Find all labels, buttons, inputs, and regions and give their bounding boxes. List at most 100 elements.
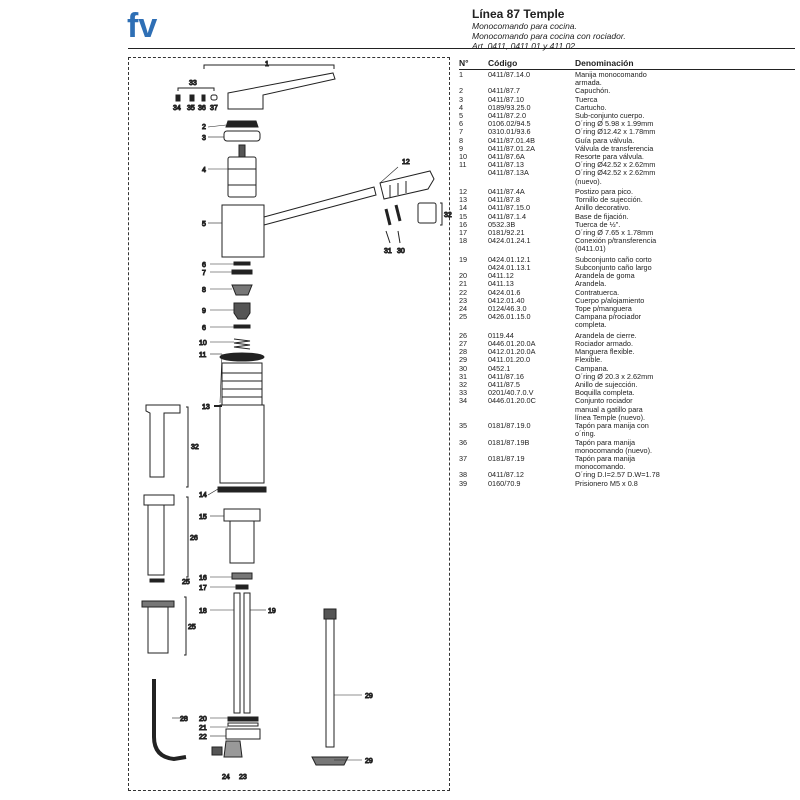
part-description: Flexible. — [575, 356, 675, 364]
part-code: 0310.01/93.6 — [488, 127, 531, 137]
bracket-33 — [440, 202, 443, 226]
part-number — [459, 169, 488, 185]
part-description-line: O´ring Ø 7.65 x 1.78mm — [575, 228, 654, 238]
part-number: 37 — [459, 453, 468, 463]
bracket-25 — [184, 596, 187, 656]
part-description-line: Subconjunto caño largo — [575, 263, 652, 273]
oring-11 — [219, 352, 265, 362]
part-number: 15 — [459, 211, 468, 221]
part-description: Boquilla completa. — [575, 389, 675, 397]
part-description-line: Cartucho. — [575, 102, 607, 112]
part-code: 0119.44 — [488, 330, 514, 340]
part-number: 6 — [459, 119, 464, 129]
callout-24: 24 — [222, 774, 230, 781]
part-code: 0411/87.5 — [488, 380, 520, 390]
part-description-line: Rociador armado. — [575, 339, 633, 349]
part-number: 5 — [459, 111, 464, 121]
callout-25-label: 25 — [188, 624, 196, 631]
body-upper-13 — [221, 362, 263, 406]
nut-16 — [231, 572, 253, 580]
part-description-line: Guía para válvula. — [575, 135, 635, 145]
part-description: Arandela de goma — [575, 272, 675, 280]
part-description-line: línea Temple (nuevo). — [575, 412, 646, 422]
col-code-header: Código — [488, 58, 518, 68]
part-number: 4 — [459, 102, 464, 112]
part-description-line: O´ring Ø 5.98 x 1.99mm — [575, 119, 654, 129]
document-header: Línea 87 Temple Monocomando para cocina.… — [472, 8, 792, 51]
part-number: 31 — [459, 371, 468, 381]
part-number: 32 — [459, 380, 468, 390]
part-description-line: Base de fijación. — [575, 211, 629, 221]
part-description-line: monocomando (nuevo). — [575, 445, 653, 455]
part-code: 0424.01.24.1 — [488, 236, 531, 246]
part-code: 0411/87.8 — [488, 195, 520, 205]
part-code: 0181/92.21 — [488, 228, 525, 238]
part-description-line: Capuchón. — [575, 86, 611, 96]
part-description: Guía para válvula. — [575, 135, 675, 145]
part-description: Válvula de transferencia — [575, 144, 675, 153]
oring-6b — [233, 324, 251, 329]
tuerca-part — [223, 130, 261, 142]
table-row: 32 0411/87.5 Anillo de sujección. — [459, 380, 795, 390]
part-description: Arandela de cierre. — [575, 331, 675, 340]
part-description: Anillo decorativo. — [575, 204, 675, 212]
document-subtitle-3: Art. 0411, 0411.01 y 411.02 — [472, 41, 576, 51]
base-15 — [223, 508, 261, 522]
flex-29 — [325, 616, 335, 748]
callout-33: 32 — [444, 212, 452, 219]
callout-12: 12 — [402, 159, 410, 166]
part-description-line: Anillo decorativo. — [575, 203, 631, 213]
callout-30-label: 29 — [365, 758, 373, 765]
part-description: Subconjunto caño largo — [575, 263, 675, 273]
callout-6b: 6 — [202, 325, 206, 332]
part-description-line: o´ring. — [575, 429, 596, 439]
callout-17: 17 — [199, 585, 207, 592]
callout-35: 33 — [189, 80, 197, 87]
col-num-header: N° — [459, 58, 469, 68]
fv-logo: fv — [127, 9, 157, 43]
callout-11: 11 — [199, 352, 206, 359]
part-description: Prisionero M5 x 0.8 — [575, 479, 675, 488]
washer-20 — [227, 716, 259, 722]
part-code: 0201/40.7.0.V — [488, 388, 534, 398]
document-subtitle-2: Monocomando para cocina con rociador. — [472, 31, 626, 41]
callout-15: 15 — [199, 514, 207, 521]
part-description-line: (0411.01) — [575, 244, 606, 254]
part-number: 18 — [459, 236, 468, 246]
document-subtitle-1: Monocomando para cocina. — [472, 21, 577, 31]
part-number: 20 — [459, 271, 468, 281]
callout-21: 21 — [199, 725, 207, 732]
capuchon-part — [225, 120, 259, 128]
part-number: 39 — [459, 478, 468, 488]
part-code: 0181/87.19.0 — [488, 421, 531, 431]
callout-32: 31 — [384, 248, 392, 255]
table-header-rule — [459, 69, 795, 70]
stop-24 — [211, 746, 223, 756]
cap-37 — [189, 94, 195, 102]
exploded-diagram: 1 33 34 35 36 37 2 3 4 5 12 32 31 30 6 7… — [141, 61, 452, 782]
part-description-line: (nuevo). — [575, 176, 602, 186]
part-code: 0412.01.40 — [488, 295, 525, 305]
part-number: 26 — [459, 330, 468, 340]
part-description-line: Contratuerca. — [575, 287, 620, 297]
cartridge-stem — [238, 144, 246, 158]
callout-10: 10 — [199, 340, 207, 347]
part-description: Cartucho. — [575, 102, 675, 112]
callout-2: 2 — [202, 124, 206, 131]
part-code: 0411/87.1.4 — [488, 211, 527, 221]
diagram-frame — [128, 57, 450, 791]
part-description: Anillo de sujección. — [575, 380, 675, 389]
part-code: 0411/87.12 — [488, 470, 524, 480]
